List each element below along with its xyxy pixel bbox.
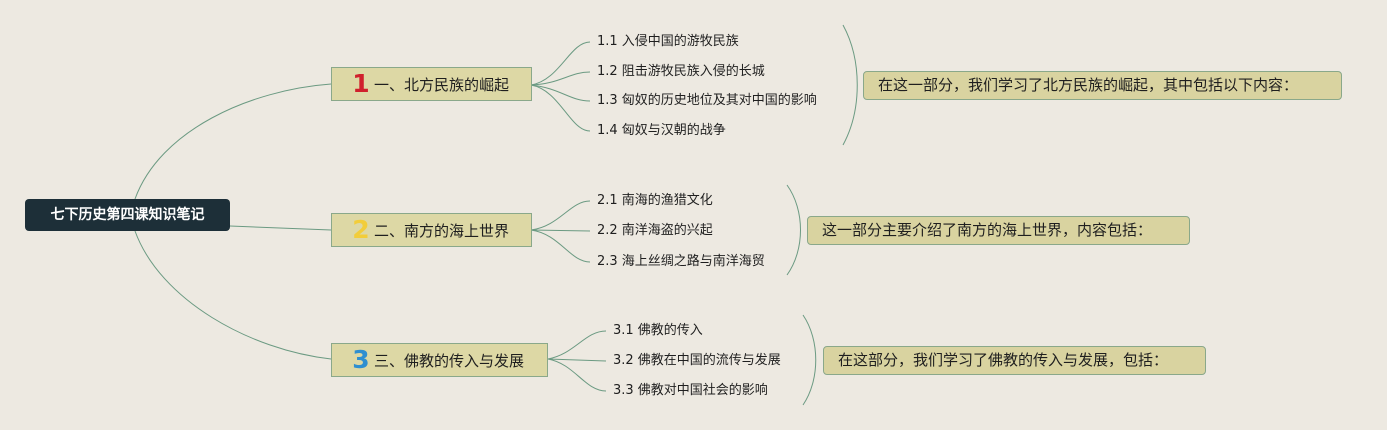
number-3-icon: 3 — [352, 345, 370, 374]
summary-1[interactable]: 在这一部分，我们学习了北方民族的崛起，其中包括以下内容： — [863, 71, 1342, 100]
topic-node-3[interactable]: 3 三、佛教的传入与发展 — [331, 343, 548, 377]
branch-3-1 — [547, 330, 607, 360]
root-link-1 — [134, 83, 332, 200]
subtopic-1-1[interactable]: 1.1 入侵中国的游牧民族 — [597, 34, 739, 49]
subtopic-1-4[interactable]: 1.4 匈奴与汉朝的战争 — [597, 123, 726, 138]
subtopic-2-1[interactable]: 2.1 南海的渔猎文化 — [597, 193, 713, 208]
branch-1-4 — [530, 84, 591, 132]
number-2-icon: 2 — [352, 215, 370, 244]
number-1-icon: 1 — [352, 69, 370, 98]
root-node[interactable]: 七下历史第四课知识笔记 — [25, 199, 230, 231]
brace-3 — [802, 314, 817, 406]
subtopic-2-2[interactable]: 2.2 南洋海盗的兴起 — [597, 223, 713, 238]
root-link-3 — [134, 230, 332, 360]
branch-3-2 — [547, 358, 607, 362]
branch-1-2 — [530, 71, 591, 86]
branch-2-2 — [530, 229, 591, 232]
topic-title-2: 二、南方的海上世界 — [374, 221, 510, 240]
summary-2[interactable]: 这一部分主要介绍了南方的海上世界，内容包括： — [807, 216, 1190, 245]
subtopic-3-3[interactable]: 3.3 佛教对中国社会的影响 — [613, 383, 768, 398]
subtopic-1-2[interactable]: 1.2 阻击游牧民族入侵的长城 — [597, 64, 765, 79]
branch-1-1 — [530, 41, 591, 86]
root-link-2 — [229, 225, 332, 231]
branch-1-3 — [530, 84, 591, 102]
brace-2 — [786, 184, 801, 276]
topic-title-1: 一、北方民族的崛起 — [374, 75, 510, 94]
topic-title-3: 三、佛教的传入与发展 — [374, 351, 525, 370]
brace-1 — [842, 24, 858, 146]
branch-3-3 — [547, 358, 607, 392]
branch-2-3 — [530, 229, 591, 263]
subtopic-3-2[interactable]: 3.2 佛教在中国的流传与发展 — [613, 353, 781, 368]
topic-node-1[interactable]: 1 一、北方民族的崛起 — [331, 67, 532, 101]
subtopic-2-3[interactable]: 2.3 海上丝绸之路与南洋海贸 — [597, 254, 765, 269]
root-label: 七下历史第四课知识笔记 — [50, 207, 205, 223]
branch-2-1 — [530, 200, 591, 231]
subtopic-1-3[interactable]: 1.3 匈奴的历史地位及其对中国的影响 — [597, 93, 817, 108]
topic-node-2[interactable]: 2 二、南方的海上世界 — [331, 213, 532, 247]
subtopic-3-1[interactable]: 3.1 佛教的传入 — [613, 323, 703, 338]
summary-3[interactable]: 在这部分，我们学习了佛教的传入与发展，包括： — [823, 346, 1206, 375]
